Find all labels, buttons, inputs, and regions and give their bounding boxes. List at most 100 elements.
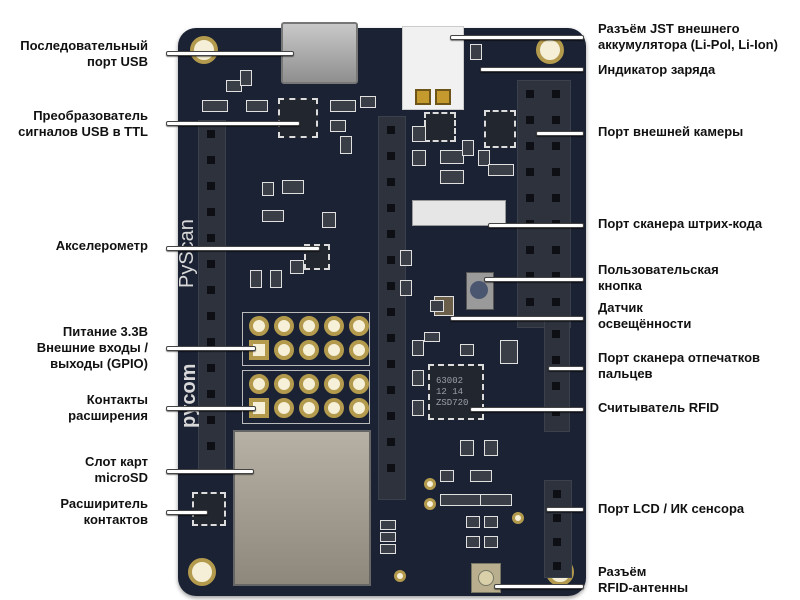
fingerprint-port-header xyxy=(544,320,570,432)
header-pin xyxy=(552,116,560,124)
label-line: microSD xyxy=(94,470,148,485)
gpio-pin xyxy=(349,398,369,418)
label-barcode-port: Порт сканера штрих-кода xyxy=(598,216,762,232)
smd-component xyxy=(440,170,464,184)
label-line: аккумулятора (Li-Pol, Li-Ion) xyxy=(598,37,778,52)
gpio-pin xyxy=(349,316,369,336)
gpio-pin xyxy=(274,316,294,336)
gpio-pin xyxy=(299,398,319,418)
smd-component xyxy=(240,70,252,86)
lcd-ir-port-header xyxy=(544,480,572,578)
gpio-pin xyxy=(324,398,344,418)
smd-component xyxy=(226,80,242,92)
smd-component xyxy=(466,536,480,548)
smd-component xyxy=(430,300,444,312)
header-pin xyxy=(553,514,561,522)
header-pin xyxy=(387,178,395,186)
leader-line xyxy=(546,507,584,512)
header-pin xyxy=(207,130,215,138)
label-line: Порт сканера отпечатков xyxy=(598,350,761,365)
header-pin xyxy=(207,390,215,398)
charge-led xyxy=(470,44,482,60)
header-pin xyxy=(207,416,215,424)
gpio-pin xyxy=(274,374,294,394)
leader-line xyxy=(488,223,584,228)
label-line: контактов xyxy=(83,512,148,527)
header-pin xyxy=(526,168,534,176)
button-cap xyxy=(470,281,488,299)
smd-component xyxy=(462,140,474,156)
label-line: Разъём JST внешнего xyxy=(598,21,740,36)
label-line: Порт внешней камеры xyxy=(598,124,744,139)
header-pin xyxy=(207,442,215,450)
label-line: Индикатор заряда xyxy=(598,62,716,77)
label-line: Преобразователь xyxy=(33,108,148,123)
chip-marking-line: 63002 xyxy=(436,376,464,386)
header-pin xyxy=(526,142,534,150)
label-line: RFID-антенны xyxy=(598,580,689,595)
smd-component xyxy=(262,182,274,196)
gpio-pin xyxy=(324,316,344,336)
model-name: PyScan xyxy=(176,219,198,288)
leader-line xyxy=(548,366,584,371)
gpio-pin xyxy=(299,316,319,336)
smd-component xyxy=(412,126,426,142)
label-line: Считыватель RFID xyxy=(598,400,720,415)
header-pin xyxy=(553,490,561,498)
smd-component xyxy=(412,340,424,356)
header-pin xyxy=(552,356,560,364)
smd-component xyxy=(290,260,304,274)
user-button[interactable] xyxy=(466,272,494,310)
label-line: Расширитель xyxy=(60,496,148,511)
header-pin xyxy=(553,562,561,570)
smd-component xyxy=(470,470,492,482)
leader-line xyxy=(166,346,256,351)
smd-component xyxy=(330,120,346,132)
header-pin xyxy=(387,464,395,472)
smd-component xyxy=(330,100,356,112)
leader-line xyxy=(470,407,584,412)
label-charge-led: Индикатор заряда xyxy=(598,62,715,78)
header-pin xyxy=(552,330,560,338)
header-pin xyxy=(552,90,560,98)
header-pin xyxy=(207,182,215,190)
gpio-pin xyxy=(249,374,269,394)
leader-line xyxy=(166,406,256,411)
header-pin xyxy=(387,282,395,290)
label-line: Питание 3.3В xyxy=(62,324,148,339)
test-pad xyxy=(512,512,524,524)
header-pin xyxy=(552,298,560,306)
smd-component xyxy=(412,370,424,386)
leader-line xyxy=(536,131,584,136)
label-line: освещённости xyxy=(598,316,692,331)
gpio-pin xyxy=(274,340,294,360)
charger-ic xyxy=(484,110,516,148)
label-line: расширения xyxy=(68,408,148,423)
jst-battery-connector xyxy=(402,26,464,110)
smd-component xyxy=(400,250,412,266)
header-pin xyxy=(552,408,560,416)
leader-line xyxy=(166,121,300,126)
header-pin xyxy=(387,308,395,316)
label-camera-port: Порт внешней камеры xyxy=(598,124,743,140)
gpio-pin xyxy=(299,340,319,360)
header-pin xyxy=(207,312,215,320)
smd-component xyxy=(440,494,482,506)
header-pin xyxy=(552,272,560,280)
header-pin xyxy=(552,142,560,150)
smd-component xyxy=(282,180,304,194)
smd-component xyxy=(480,494,512,506)
header-pin xyxy=(387,126,395,134)
test-pad xyxy=(424,498,436,510)
smd-component xyxy=(440,150,464,164)
smd-component xyxy=(478,150,490,166)
expansion-header xyxy=(242,370,370,424)
header-pin xyxy=(552,168,560,176)
leader-line xyxy=(450,316,584,321)
